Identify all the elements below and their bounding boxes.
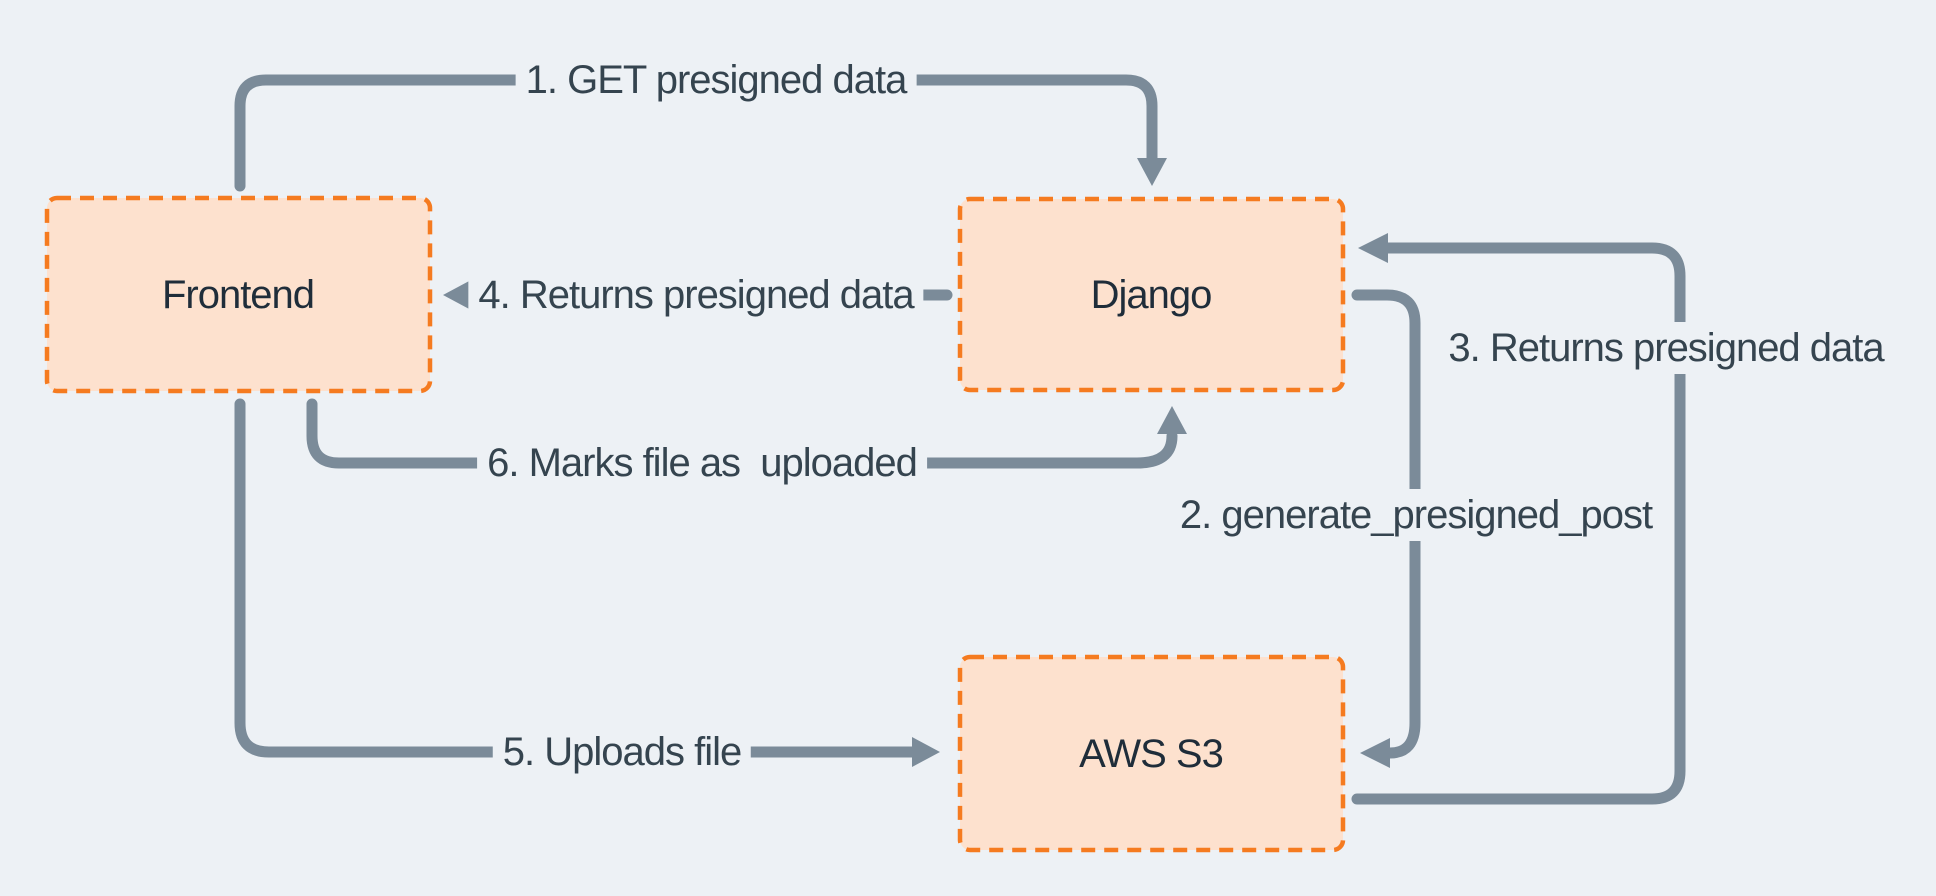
frontend-label: Frontend [161,273,315,317]
flow-4-label: 4. Returns presigned data [468,269,924,321]
aws-s3-box [957,654,1346,853]
frontend-box [44,195,433,394]
flow-6-arrowhead-up [1157,406,1187,434]
flow-6-label: 6. Marks file as uploaded [477,437,927,489]
flow-1-arrowhead-down [1137,158,1167,186]
flow-6-path [306,398,1178,469]
flow-3-arrowhead-left [1358,233,1388,263]
flow-5-path [234,398,918,758]
flow-2-label: 2. generate_presigned_post [1169,489,1663,541]
django-box [957,196,1346,393]
django-label: Django [1090,273,1213,317]
flow-3-label: 3. Returns presigned data [1438,322,1894,374]
aws-s3-label: AWS S3 [1079,732,1224,776]
flow-2-arrowhead-left [1360,738,1390,768]
flow-3-path [1351,242,1686,805]
flow-4-arrowhead-left [443,280,471,310]
flow-2-path [1351,289,1421,759]
flow-1-label: 1. GET presigned data [515,54,917,106]
flow-5-arrowhead-right [912,737,940,767]
flow-5-label: 5. Uploads file [492,726,752,778]
